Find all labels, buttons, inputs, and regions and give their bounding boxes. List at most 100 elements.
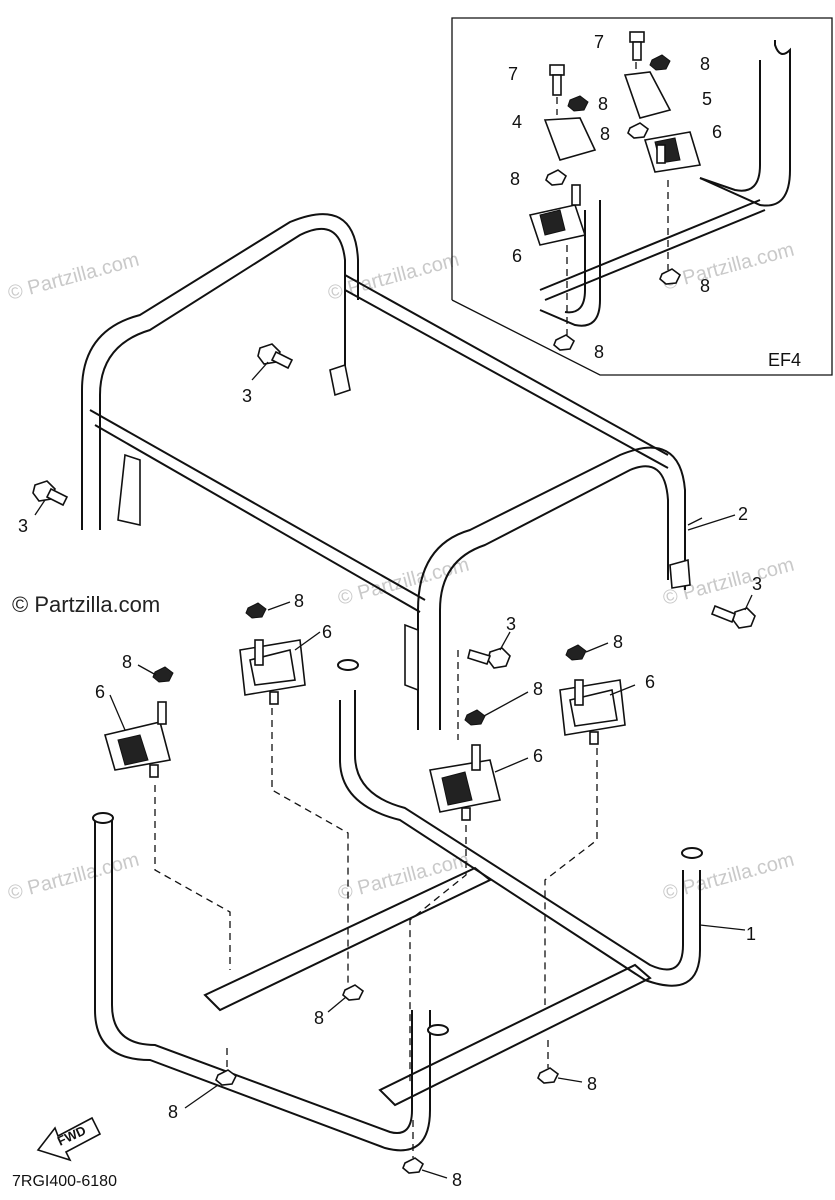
nut-icon — [215, 1069, 238, 1086]
callout-label: 8 — [700, 276, 710, 296]
callout-label: 8 — [510, 169, 520, 189]
nut-icon — [537, 1067, 560, 1084]
upper-frame-tube — [417, 446, 686, 730]
callout-label: 7 — [594, 32, 604, 52]
bracket-icon — [623, 71, 672, 119]
callout-label: 3 — [506, 614, 516, 634]
rubber-mount-icon — [104, 701, 171, 778]
rubber-mount-icon — [429, 744, 501, 821]
inset-frame — [451, 17, 833, 376]
watermark-strong: © Partzilla.com — [12, 592, 160, 617]
assembly-lines — [154, 650, 598, 1158]
callout-label: 4 — [512, 112, 522, 132]
callout-label: 8 — [452, 1170, 462, 1190]
bolt-icon — [629, 31, 645, 61]
callout-label: 6 — [322, 622, 332, 642]
upper-frame-tube — [99, 227, 346, 530]
lower-crossmember — [203, 866, 492, 1012]
callout-label: 8 — [533, 679, 543, 699]
nut-icon — [659, 268, 682, 285]
nut-icon — [627, 122, 650, 139]
nut-icon — [342, 984, 365, 1001]
callout-label: 6 — [712, 122, 722, 142]
callout-label: 8 — [594, 342, 604, 362]
frame-bracket — [329, 363, 351, 397]
upper-frame — [81, 213, 691, 730]
bolt-icon — [32, 480, 69, 507]
watermark: © Partzilla.com — [6, 849, 142, 905]
upper-crossmember — [344, 274, 669, 456]
drawing-code: 7RGI400-6180 — [12, 1173, 117, 1190]
watermark: © Partzilla.com — [661, 239, 797, 295]
watermark: © Partzilla.com — [661, 849, 797, 905]
callout-label: 8 — [314, 1008, 324, 1028]
watermark: © Partzilla.com — [6, 249, 142, 305]
callout-label: 8 — [168, 1102, 178, 1122]
callout-label: 8 — [613, 632, 623, 652]
bolt-icon — [549, 64, 565, 96]
lower-frame-tube — [111, 815, 413, 1134]
inset-frame-tube — [564, 210, 586, 314]
callout-label: 2 — [738, 504, 748, 524]
lower-crossmember — [378, 963, 652, 1107]
callout-label: 5 — [702, 89, 712, 109]
inset-frame-tube — [699, 60, 761, 192]
tube-end — [427, 1024, 449, 1036]
callout-label: 8 — [294, 591, 304, 611]
callout-label: 8 — [122, 652, 132, 672]
callout-label: 6 — [512, 246, 522, 266]
inset-frame-tube — [699, 40, 791, 207]
bolt-icon — [257, 343, 294, 370]
callout-label: 6 — [533, 746, 543, 766]
callout-label: 7 — [508, 64, 518, 84]
callout-label: 6 — [95, 682, 105, 702]
inset-crossmember — [544, 209, 766, 301]
inset-panel — [451, 17, 833, 376]
upper-crossmember — [89, 409, 426, 601]
nut-icon — [565, 644, 587, 661]
tube-end — [337, 659, 359, 671]
bolt-icon — [710, 604, 756, 629]
leader-lines — [34, 361, 753, 1179]
tube-end — [681, 847, 703, 859]
frame-bracket — [117, 453, 141, 527]
nut-icon — [152, 666, 174, 683]
tube-end — [92, 812, 114, 824]
lower-frame-tube — [94, 820, 431, 1152]
nut-icon — [567, 95, 589, 112]
nut-icon — [245, 602, 267, 619]
callout-label: 3 — [18, 516, 28, 536]
rubber-mount-icon — [528, 184, 587, 246]
lower-frame-tube — [339, 700, 701, 987]
inset-crossmember — [539, 199, 761, 291]
lower-frame — [92, 659, 703, 1152]
callout-label: 8 — [598, 94, 608, 114]
frame-bracket — [669, 558, 691, 589]
callout-label: 3 — [752, 574, 762, 594]
callout-label: 6 — [645, 672, 655, 692]
frame-bracket — [404, 623, 419, 692]
callout-label: 8 — [587, 1074, 597, 1094]
bracket-icon — [543, 117, 597, 161]
rubber-mount-icon — [239, 639, 306, 705]
upper-crossmember — [344, 289, 669, 469]
forward-arrow-icon: FWD — [36, 1116, 102, 1162]
callouts: 1 2 3 3 3 3 4 5 6 6 6 6 6 6 7 7 8 8 8 8 … — [18, 32, 762, 1190]
nut-icon — [464, 709, 486, 726]
upper-crossmember — [94, 424, 421, 613]
nut-icon — [402, 1157, 425, 1174]
bolt-icon — [467, 647, 511, 669]
upper-frame-tube — [439, 465, 669, 730]
callout-label: 3 — [242, 386, 252, 406]
inset-label: EF4 — [768, 350, 801, 370]
nut-icon — [553, 334, 576, 351]
callout-label: 1 — [746, 924, 756, 944]
watermark: © Partzilla.com — [336, 849, 472, 905]
rubber-mount-icon — [643, 131, 702, 173]
nut-icon — [649, 54, 671, 71]
inset-frame-tube — [539, 200, 601, 327]
rubber-mount-icon — [559, 679, 626, 745]
nut-icon — [545, 169, 568, 186]
upper-frame-tube — [81, 213, 359, 530]
